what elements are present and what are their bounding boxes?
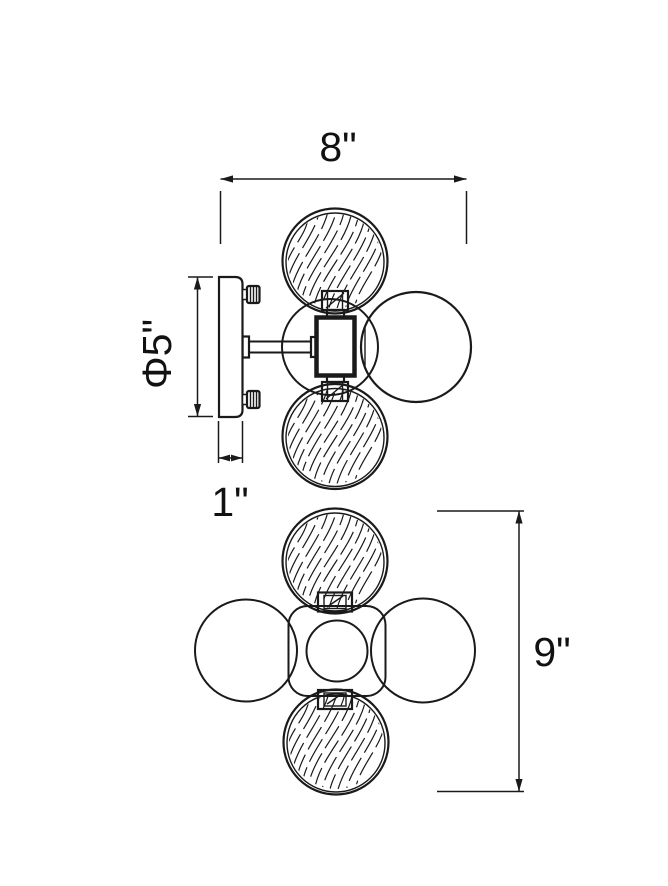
width-dimension-label: 8" <box>319 124 356 170</box>
glass-globe-top <box>281 505 389 617</box>
arrowhead-up <box>515 511 523 524</box>
socket-top <box>320 289 350 312</box>
width-dimension: 8" <box>219 124 468 244</box>
height-dimension: 9" <box>437 510 571 793</box>
socket-line <box>326 692 344 705</box>
backplate-depth-dimension: 1" <box>211 421 249 525</box>
center-hub-body <box>314 315 357 378</box>
front-facing-globe <box>359 290 473 404</box>
wall-backplate <box>217 275 244 419</box>
side-view: 8" Φ5" 1" <box>134 124 473 525</box>
backplate-diameter-label: Φ5" <box>134 319 180 389</box>
glass-globe-bottom <box>281 381 389 492</box>
mounting-screw-top <box>241 284 261 305</box>
socket-outline <box>320 289 350 312</box>
hub-front-face <box>305 619 369 683</box>
socket-inner <box>323 594 347 610</box>
arrowhead-left <box>218 454 230 462</box>
glass-texture <box>284 381 385 492</box>
socket-bottom <box>316 688 354 711</box>
front-view: 9" <box>194 505 571 798</box>
socket-line <box>325 292 345 309</box>
glass-globe-top <box>281 205 389 317</box>
socket-outline <box>320 380 350 403</box>
arrowhead-right <box>454 175 467 183</box>
hub-plate <box>287 605 387 697</box>
socket-line <box>325 383 345 400</box>
height-dimension-label: 9" <box>533 629 570 675</box>
globe-inner-ring <box>285 387 385 488</box>
mounting-screw-bottom <box>241 389 261 410</box>
socket-bottom <box>320 380 350 403</box>
globe-outline <box>281 507 389 615</box>
globe-outline <box>281 207 389 315</box>
support-arm <box>241 335 319 359</box>
backplate-depth-label: 1" <box>211 479 248 525</box>
arrowhead-right <box>231 454 243 462</box>
side-globe-right <box>370 597 476 704</box>
backplate-diameter-dimension: Φ5" <box>134 276 213 418</box>
globe-outline <box>281 382 389 491</box>
socket-outline <box>316 688 354 711</box>
glass-texture <box>284 205 385 317</box>
arrowhead-down <box>193 404 202 417</box>
globe-outline <box>282 688 390 796</box>
arrowhead-left <box>220 175 233 183</box>
arrowhead-up <box>193 277 202 290</box>
globe-inner-ring <box>286 693 386 793</box>
socket-inner <box>323 692 347 707</box>
side-globe-left <box>194 598 298 703</box>
socket-outline <box>316 591 354 613</box>
socket-line <box>326 595 344 608</box>
arrowhead-down <box>515 779 523 792</box>
socket-top <box>316 591 354 613</box>
